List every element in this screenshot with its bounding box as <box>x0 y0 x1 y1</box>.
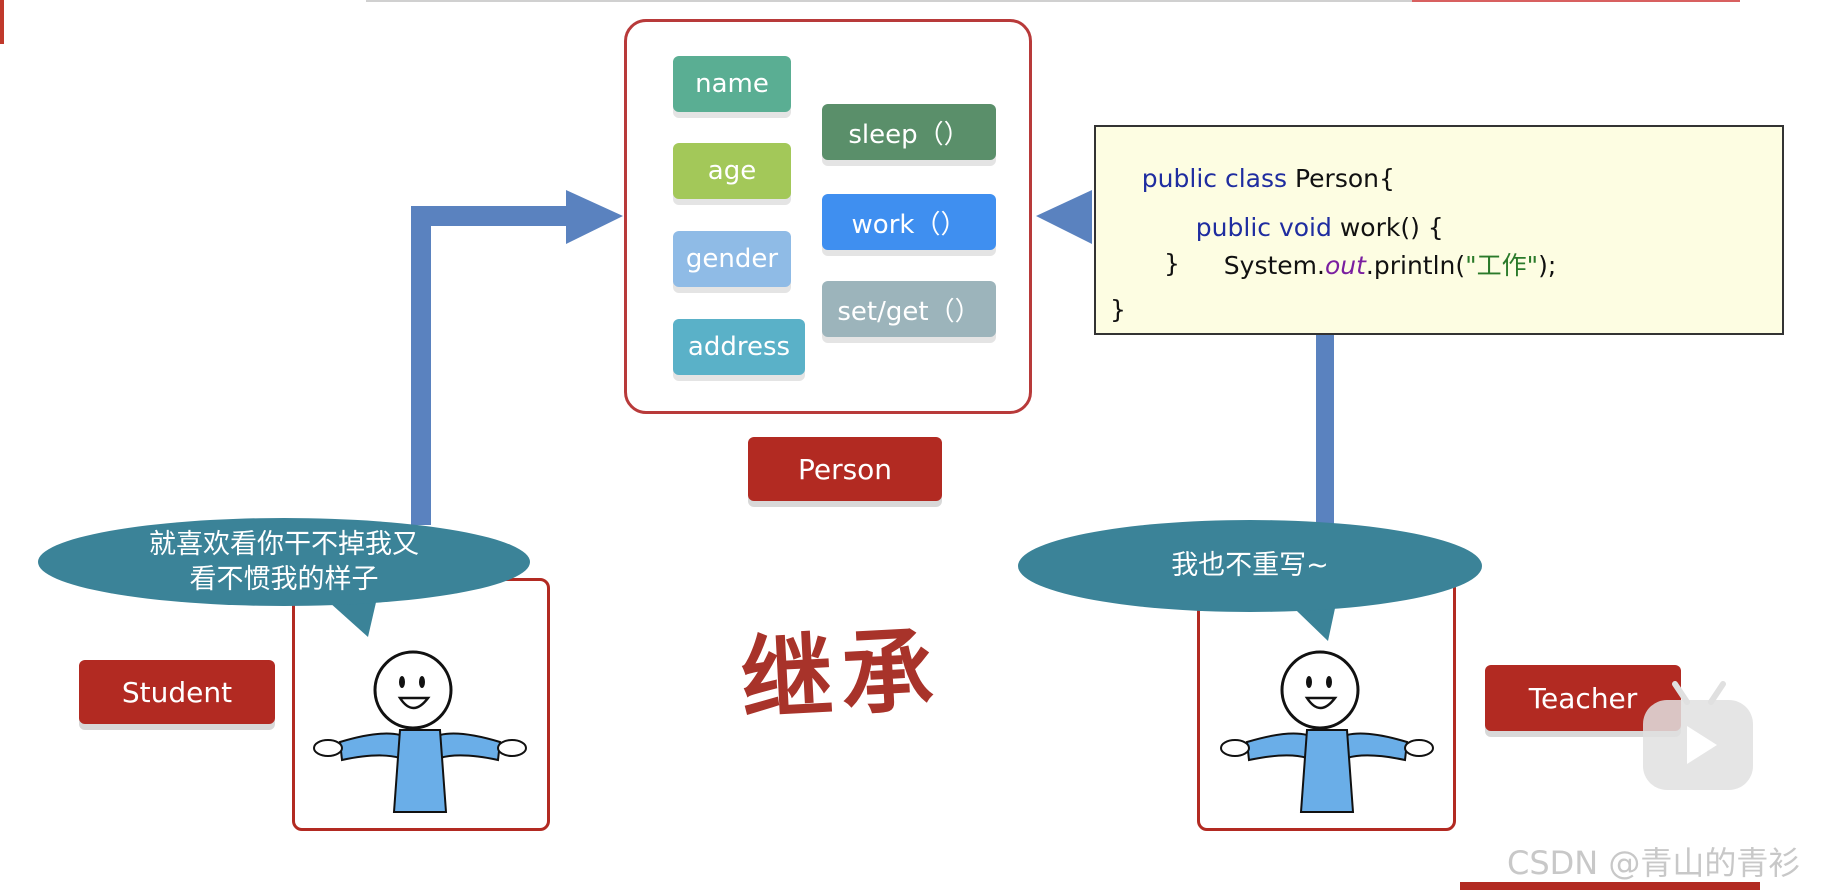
bottom-accent-strip <box>1460 882 1760 890</box>
student-label: Student <box>79 660 275 724</box>
method-sleep: sleep（） <box>822 104 996 160</box>
code-line-2: public void work() { <box>1195 213 1444 242</box>
attribute-name: name <box>673 56 791 112</box>
code-line-3: System.out.println("工作"); <box>1223 251 1557 280</box>
code-line-5: } <box>1110 295 1126 324</box>
attribute-age: age <box>673 143 791 199</box>
teacher-stick-figure <box>1220 650 1434 813</box>
student-speech-line-1: 就喜欢看你干不掉我又 <box>149 528 419 560</box>
person-label: Person <box>748 437 942 501</box>
play-icon-antenna <box>1672 681 1726 705</box>
code-line-4: } <box>1164 249 1180 278</box>
method-set-get: set/get（） <box>822 281 996 337</box>
top-rule <box>366 0 1740 2</box>
method-work: work（） <box>822 194 996 250</box>
watermark: CSDN @青山的青衫 <box>1507 844 1801 882</box>
left-edge-bar <box>0 0 4 44</box>
play-icon[interactable] <box>1643 700 1753 790</box>
code-snippet-box: public class Person{ public void work() … <box>1094 125 1784 335</box>
student-speech-line-2: 看不惯我的样子 <box>189 564 379 595</box>
code-line-1: public class Person{ <box>1141 164 1395 193</box>
student-stick-figure <box>313 650 527 813</box>
student-speech-bubble: 就喜欢看你干不掉我又 看不惯我的样子 <box>38 518 530 606</box>
top-rule-accent <box>1412 0 1740 2</box>
person-class-box: name age gender address sleep（） work（） s… <box>624 19 1032 414</box>
attribute-gender: gender <box>673 231 791 287</box>
inheritance-title: 继承 <box>738 615 944 735</box>
teacher-speech-bubble: 我也不重写~ <box>1018 520 1482 612</box>
attribute-address: address <box>673 319 805 375</box>
